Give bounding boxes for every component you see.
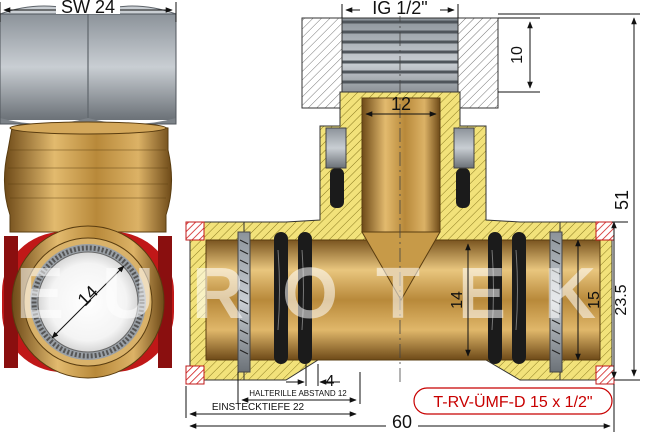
label-bore: 12: [391, 94, 411, 114]
hex-nut: [0, 5, 177, 125]
dim-pipe-inner: 14: [449, 243, 471, 357]
dim-halterille: HALTERILLE ABSTAND 12: [237, 372, 361, 404]
label-halterille: HALTERILLE ABSTAND 12: [249, 389, 347, 398]
label-pipe-outer: 15: [586, 291, 603, 309]
label-thread-depth: 10: [509, 46, 526, 64]
label-sw: SW 24: [61, 0, 115, 17]
label-ig: IG 1/2": [372, 0, 427, 18]
side-view: SW 24 14: [0, 0, 177, 379]
dim-pipe-outer: 15: [575, 239, 603, 361]
product-code: T-RV-ÜMF-D 15 x 1/2": [433, 393, 592, 411]
dim-bore: 12: [365, 94, 437, 117]
dim-sw: SW 24: [0, 0, 177, 22]
label-pipe-inner: 14: [449, 291, 466, 309]
watermark: EUROTEK: [16, 254, 634, 334]
label-overall-length: 60: [392, 412, 412, 432]
dim-groove: 4: [286, 364, 340, 390]
dim-overall-length: 60: [189, 384, 615, 432]
dim-einstecktiefe: EINSTECKTIEFE 22: [185, 386, 357, 418]
bore-cone: [361, 231, 441, 302]
label-overall-height: 51: [612, 190, 632, 210]
clamp-rings: [237, 231, 563, 373]
dim-overall-height: 51: [498, 13, 640, 381]
dim-ig: IG 1/2": [341, 0, 459, 18]
label-groove: 4: [326, 373, 335, 390]
dim-centre-height: 23.5: [611, 221, 630, 379]
red-retainers: [185, 221, 615, 385]
product-code-badge: T-RV-ÜMF-D 15 x 1/2": [413, 387, 613, 415]
label-einstecktiefe: EINSTECKTIEFE 22: [212, 402, 305, 413]
label-centre-height: 23.5: [613, 284, 630, 315]
bore-vertical: [361, 97, 441, 233]
dim-thread-depth: 10: [498, 17, 540, 93]
brass-body: [2, 121, 174, 379]
o-rings: [274, 168, 526, 364]
